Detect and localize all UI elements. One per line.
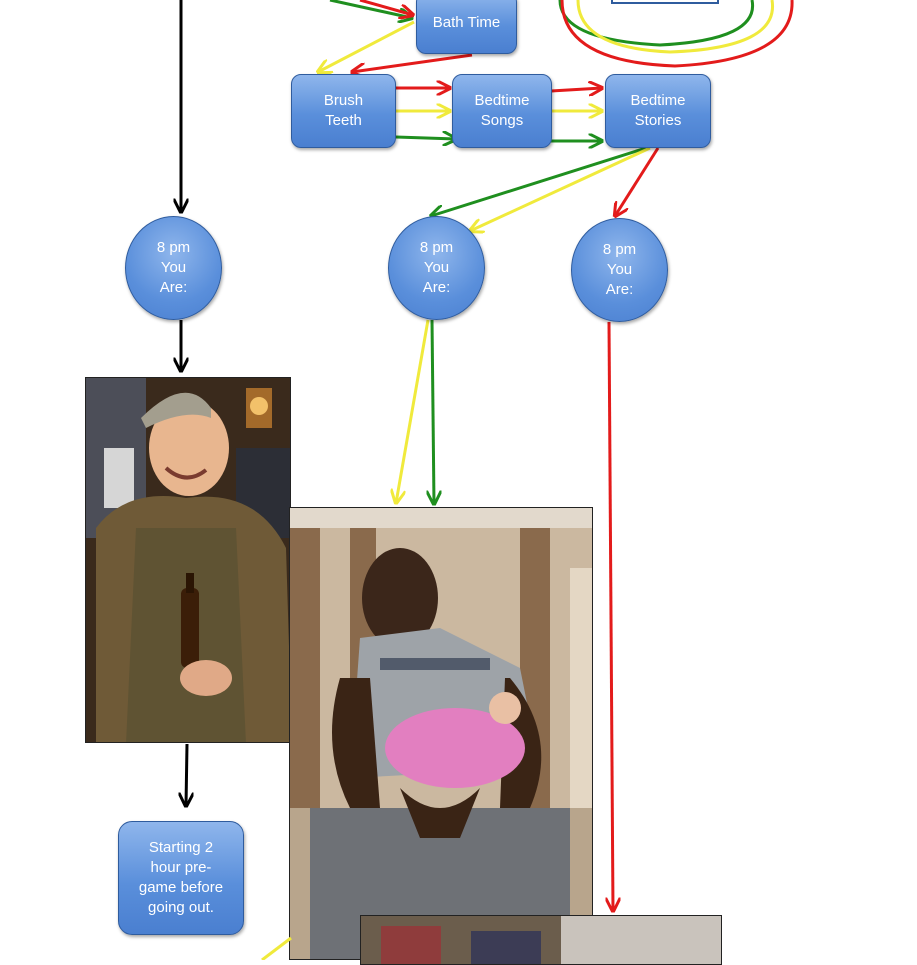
node-bedtime-songs: Bedtime Songs — [452, 74, 552, 148]
photo-young-man-with-beer — [85, 377, 291, 743]
node-bedtime-stories-label: Bedtime Stories — [630, 92, 686, 129]
node-pregame: Starting 2 hour pre- game before going o… — [118, 821, 244, 935]
node-8pm-mid: 8 pm You Are: — [388, 216, 485, 320]
arrow-yellow-mid-to-photo — [396, 319, 430, 503]
arrow-black-photo-to-pregame — [186, 743, 187, 806]
photo-bottom-partial — [360, 915, 722, 965]
partial-box-edge — [611, 0, 719, 4]
arrow-green-brush-to-songs — [395, 137, 456, 139]
node-8pm-mid-label: 8 pm You Are: — [419, 239, 454, 296]
arrow-red-stories-to-right — [615, 147, 660, 216]
arrow-red-into-bath — [359, 0, 413, 15]
arrow-green-mid-to-photo — [432, 319, 434, 504]
node-bedtime-songs-label: Bedtime Songs — [474, 92, 530, 129]
arrow-yellow-bottom-partial — [261, 936, 292, 960]
loop-green — [558, 0, 755, 47]
node-bedtime-stories: Bedtime Stories — [605, 74, 711, 148]
node-8pm-right: 8 pm You Are: — [571, 218, 668, 322]
bottom-photo-illustration — [361, 916, 721, 964]
arrow-yellow-bath-to-brush — [318, 20, 415, 72]
arrow-yellow-stories-to-mid — [470, 146, 651, 231]
loop-yellow — [576, 0, 775, 54]
node-8pm-left: 8 pm You Are: — [125, 216, 222, 320]
arrow-red-songs-to-stories — [550, 88, 602, 91]
loop-red — [560, 0, 794, 68]
arrow-red-bath-to-brush — [352, 53, 473, 72]
node-8pm-left-label: 8 pm You Are: — [156, 239, 191, 296]
node-brush-teeth: Brush Teeth — [291, 74, 396, 148]
node-8pm-right-label: 8 pm You Are: — [602, 241, 637, 298]
node-bath-time: Bath Time — [416, 0, 517, 54]
node-bath-time-label: Bath Time — [432, 14, 501, 31]
node-pregame-label: Starting 2 hour pre- game before going o… — [138, 839, 224, 916]
arrow-green-stories-to-mid — [431, 146, 647, 216]
young-man-photo-illustration — [86, 378, 290, 742]
arrow-red-right-down — [609, 321, 613, 911]
node-brush-teeth-label: Brush Teeth — [323, 92, 364, 129]
